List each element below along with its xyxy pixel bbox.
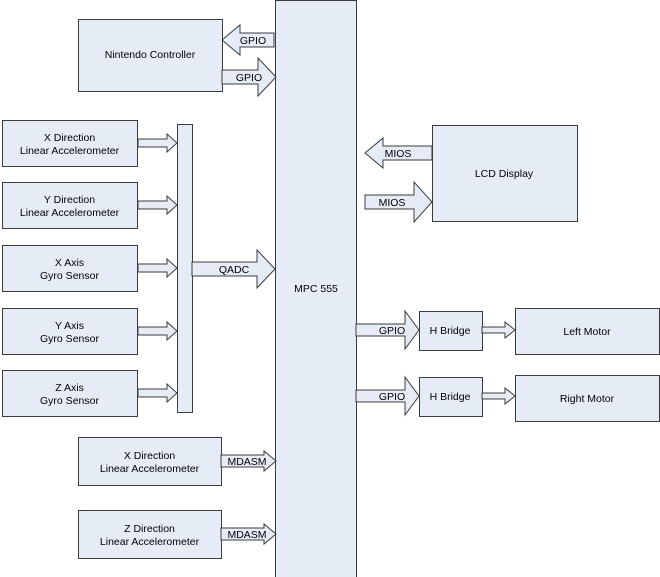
sensor-0-line1: X Direction [44,132,96,144]
gpio-motor-label: GPIO [379,391,405,403]
mdasm-sensor-0-line2: Linear Accelerometer [100,463,200,475]
mios-in-arrow [364,136,433,170]
mdasm-arrow [220,449,277,473]
motor-label: Left Motor [563,326,611,338]
lcd-display-block [432,125,578,222]
lcd-display-label: LCD Display [475,168,534,180]
sensor-4-line1: Z Axis [55,382,84,394]
sensor-2-line1: X Axis [55,257,84,269]
gpio-motor-arrow [355,309,420,351]
gpio-in-label: GPIO [240,35,266,47]
mdasm-arrow [220,522,277,546]
gpio-motor-arrow [355,375,420,417]
sensor-arrow [137,382,178,404]
mdasm-sensor-1-line1: Z Direction [124,523,175,535]
mdasm-sensor-1-line2: Linear Accelerometer [100,536,200,548]
motor-label: Right Motor [560,393,615,405]
sensor-arrow [137,194,178,216]
mios-out-arrow [364,180,433,224]
sensor-1-line2: Linear Accelerometer [20,207,120,219]
h-bridge-arrow [481,386,516,406]
mpc555-label: MPC 555 [294,283,338,295]
mdasm-label: MDASM [227,529,266,541]
qadc-label: QADC [219,264,250,276]
gpio-motor-label: GPIO [379,325,405,337]
mdasm-label: MDASM [227,456,266,468]
sensor-arrow [137,320,178,342]
gpio-out-arrow [221,56,277,98]
gpio-in-arrow [221,23,275,57]
sensor-3-line1: Y Axis [55,320,84,332]
sensor-3-line2: Gyro Sensor [40,333,99,345]
sensor-1-line1: Y Direction [44,194,95,206]
sensor-4-line2: Gyro Sensor [40,395,99,407]
h-bridge-label: H Bridge [430,325,471,337]
gpio-out-label: GPIO [236,72,262,84]
sensor-2-line2: Gyro Sensor [40,270,99,282]
sensor-arrow [137,257,178,279]
motor-block [515,308,660,355]
nintendo-controller-block [78,19,223,92]
nintendo-controller-label: Nintendo Controller [105,49,196,61]
sensor-block [2,370,138,417]
qadc-bus-bar [177,124,193,413]
qadc-arrow [191,248,276,290]
mios-in-label: MIOS [385,148,412,160]
mios-out-label: MIOS [379,197,406,209]
h-bridge-arrow [481,320,516,340]
h-bridge-block [419,311,483,351]
mpc555-block [275,0,357,577]
sensor-block [2,120,138,167]
sensor-0-line2: Linear Accelerometer [20,145,120,157]
h-bridge-label: H Bridge [430,391,471,403]
mdasm-sensor-0-line1: X Direction [124,450,176,462]
sensor-arrow [137,132,178,154]
